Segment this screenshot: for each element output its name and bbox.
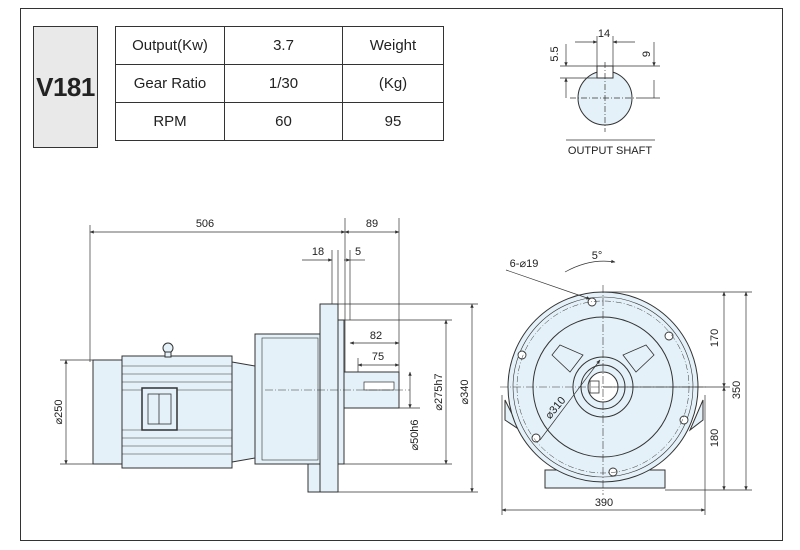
side-view [60, 218, 478, 493]
weight-value: 95 [342, 102, 444, 141]
bolt-holes [517, 297, 689, 477]
pilot-depth-dim: 5 [355, 246, 361, 258]
angle-dim: 5° [592, 250, 603, 262]
spec-table: Output(Kw) 3.7 Weight Gear Ratio 1/30 (K… [115, 26, 444, 141]
overall-length-dim: 506 [196, 218, 214, 230]
front-width-dim: 390 [595, 497, 613, 509]
shaft-width-dim: 14 [598, 28, 610, 40]
motor-fan-cover [92, 359, 124, 465]
lower-height-dim: 180 [709, 429, 721, 447]
model-label: V181 [33, 26, 98, 148]
motor-diameter-dim: ⌀250 [53, 400, 65, 425]
shaft-82-dim: 82 [370, 330, 382, 342]
rpm-value: 60 [224, 102, 343, 141]
gear-housing [254, 333, 321, 465]
shaft-diameter-dim: ⌀50h6 [409, 419, 421, 450]
flange-thickness-dim: 18 [312, 246, 324, 258]
upper-height-dim: 170 [709, 329, 721, 347]
shaft-caption: OUTPUT SHAFT [568, 145, 652, 157]
flange-diameter-dim: ⌀340 [459, 380, 471, 405]
spec-row-rpm: RPM 60 95 [115, 102, 444, 141]
flange-pilot [337, 319, 345, 465]
gear-ratio-label: Gear Ratio [115, 64, 225, 103]
spec-row-gear-ratio: Gear Ratio 1/30 (Kg) [115, 64, 444, 103]
total-height-dim: 350 [731, 381, 743, 399]
output-label: Output(Kw) [115, 26, 225, 65]
shaft-depth-dim: 5.5 [549, 46, 561, 61]
bolt-holes-dim: 6-⌀19 [510, 258, 539, 270]
output-value: 3.7 [224, 26, 343, 65]
spec-row-output: Output(Kw) 3.7 Weight [115, 26, 444, 65]
shaft-length-dim: 89 [366, 218, 378, 230]
shaft-height-dim: 9 [641, 51, 653, 57]
output-flange [319, 303, 339, 493]
keyway-75-dim: 75 [372, 351, 384, 363]
motor-adapter [231, 361, 256, 463]
weight-label: Weight [342, 26, 444, 65]
rpm-label: RPM [115, 102, 225, 141]
output-shaft-view [560, 36, 660, 141]
drawing-frame [20, 8, 783, 541]
model-number: V181 [36, 71, 95, 102]
pilot-diameter-dim: ⌀275h7 [433, 373, 445, 410]
front-view [500, 259, 752, 515]
